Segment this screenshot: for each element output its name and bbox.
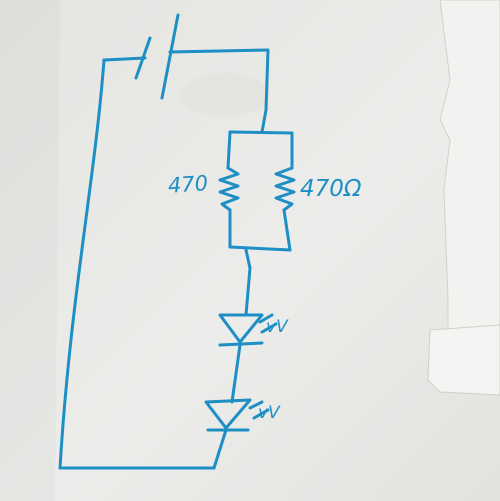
- parallel-left-wire-top: [226, 130, 232, 170]
- led-upper-arrow-1: [258, 313, 274, 324]
- battery-long-plate: [160, 13, 180, 100]
- paper-shadow-left: [0, 0, 60, 501]
- parallel-top-wire: [228, 130, 294, 135]
- wire-left-side: [58, 58, 106, 470]
- wire-top-left: [102, 56, 147, 62]
- parallel-bottom-wire: [228, 245, 292, 252]
- led-upper-triangle: [218, 313, 264, 344]
- circuit-ink: [58, 13, 296, 470]
- led-lower-symbol-label: vV: [258, 403, 281, 423]
- led-lower-arrow-2: [252, 408, 270, 420]
- wire-between-leds: [230, 343, 242, 404]
- parallel-right-wire-bottom: [282, 208, 292, 252]
- led-lower-triangle: [204, 398, 252, 430]
- resistor-left-label: 470: [167, 171, 209, 198]
- resistor-right-zigzag: [274, 166, 296, 212]
- resistor-right-label: 470Ω: [300, 176, 362, 202]
- paper-smudge: [180, 73, 270, 117]
- wire-top-right: [168, 48, 270, 134]
- paper-fold-lower: [427, 324, 500, 396]
- led-upper-arrow-2: [260, 322, 278, 334]
- wire-led-to-bottom: [212, 428, 228, 470]
- led-upper-symbol-label: vV: [266, 317, 289, 337]
- resistor-left-zigzag: [218, 166, 240, 212]
- wire-to-led-upper: [244, 248, 252, 317]
- led-lower-arrow-1: [248, 400, 264, 410]
